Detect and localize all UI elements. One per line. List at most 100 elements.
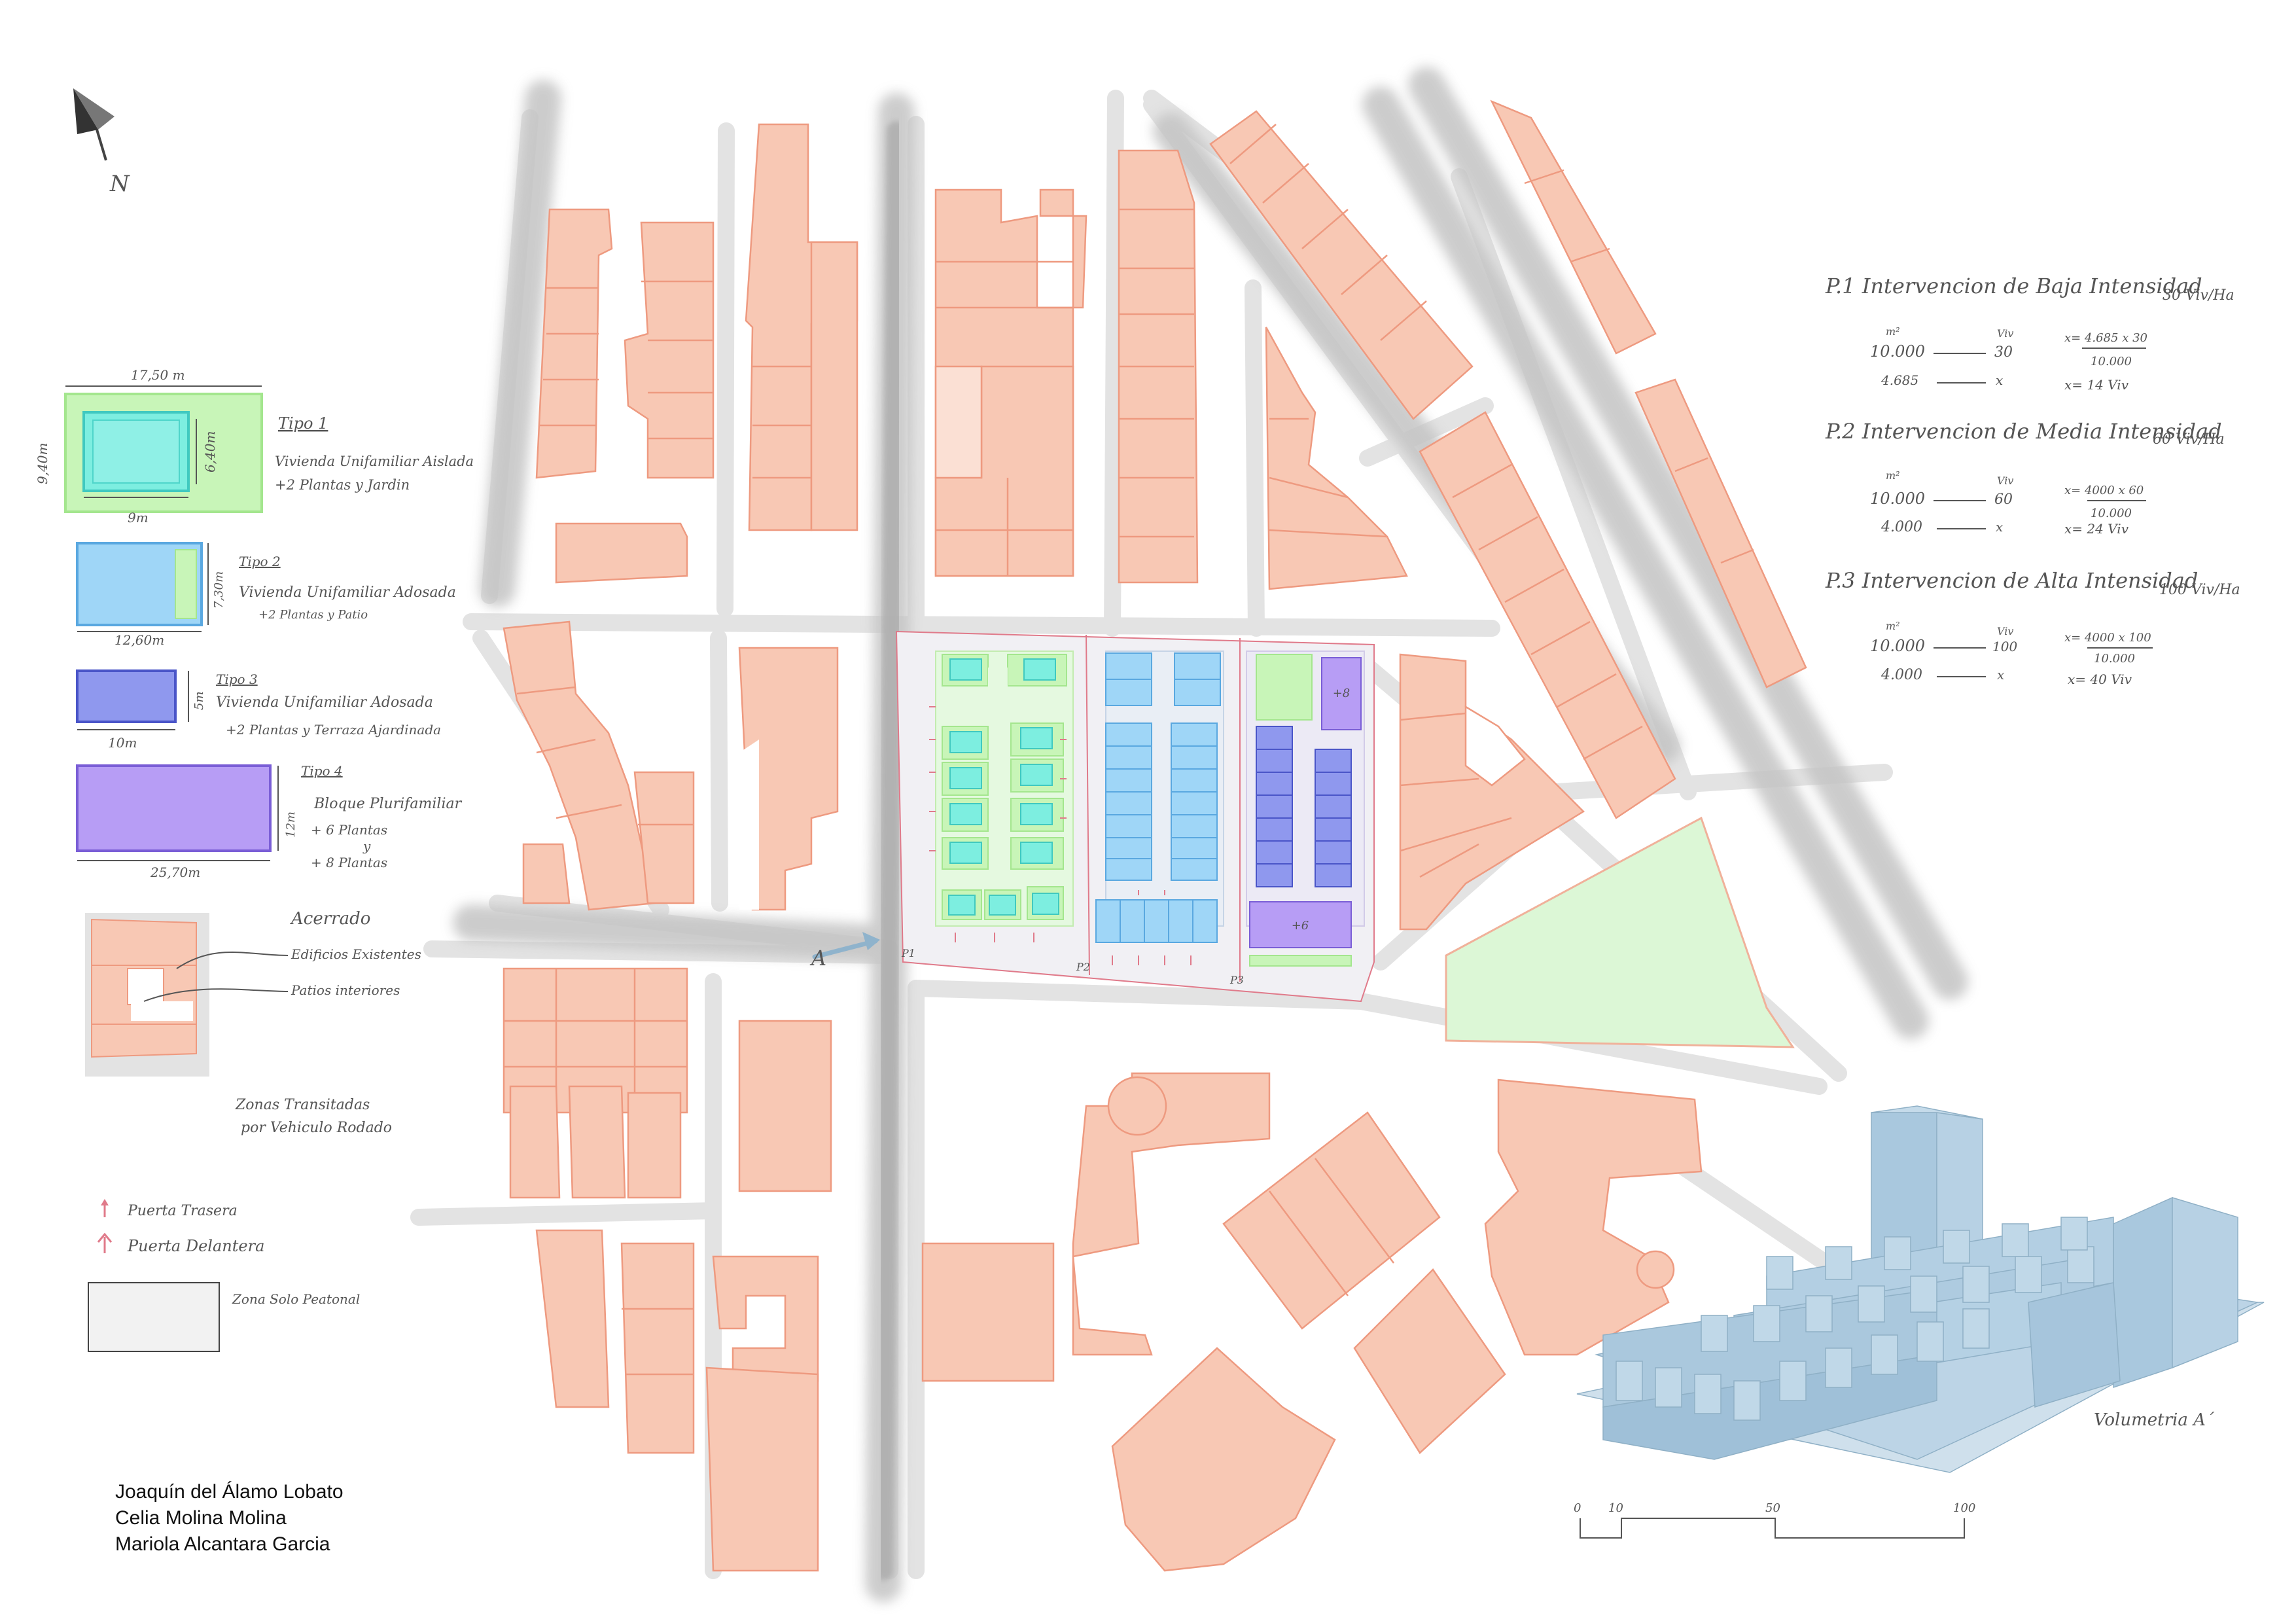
- tipo2-line2: +2 Plantas y Patio: [258, 608, 368, 622]
- tipo4-height-label: 12m: [284, 812, 298, 838]
- block-plus6: [1249, 901, 1352, 948]
- tipo1-title: Tipo 1: [278, 414, 328, 433]
- tipo4-width-label: 25,70m: [150, 865, 200, 880]
- legend-rear-door: Puerta Trasera: [101, 1199, 238, 1219]
- p3-row2-left: 4.000: [1881, 667, 1922, 683]
- p1-unit-viv: Viv: [1997, 327, 2013, 340]
- author-credits: Joaquín del Álamo Lobato Celia Molina Mo…: [115, 1479, 344, 1558]
- front-door-label: Puerta Delantera: [127, 1237, 264, 1255]
- tipo1-inner-width-label: 9m: [128, 510, 149, 526]
- p3-formula: x= 4000 x 100: [2064, 631, 2151, 645]
- p3-row1-left: 10.000: [1870, 637, 1925, 655]
- tipo1-line1: Vivienda Unifamiliar Aislada: [275, 454, 474, 469]
- legend-tipo3: 5m 10m Tipo 3 Vivienda Unifamiliar Adosa…: [76, 669, 441, 751]
- acerrado-patios: Patios interiores: [291, 982, 400, 998]
- door-arrows: [929, 706, 1192, 965]
- p2-denominator: 10.000: [2091, 507, 2132, 520]
- intervention-p1: P.1 Intervencion de Baja Intensidad 30 V…: [1825, 274, 2234, 393]
- tipo3-line2: +2 Plantas y Terraza Ajardinada: [226, 722, 441, 738]
- legend-tipo2: 7,30m 12,60m Tipo 2 Vivienda Unifamiliar…: [76, 542, 456, 648]
- plot-label-p1: P1: [901, 947, 915, 959]
- p3-garden: [1256, 654, 1313, 721]
- p2-title: P.2 Intervencion de Media Intensidad: [1825, 419, 2222, 444]
- p1-row2-right: x: [1996, 372, 2003, 388]
- p2-unit-viv: Viv: [1997, 474, 2013, 487]
- tipo1-line2: +2 Plantas y Jardin: [275, 477, 410, 493]
- front-door-arrow-icon: [97, 1232, 113, 1253]
- block-plus8: [1321, 657, 1362, 730]
- p1-denominator: 10.000: [2091, 355, 2132, 368]
- existing-buildings: [503, 99, 1807, 1572]
- north-label: N: [109, 171, 130, 197]
- p1-title: P.1 Intervencion de Baja Intensidad: [1825, 274, 2202, 298]
- p2-unit-m2: m²: [1886, 469, 1900, 482]
- tipo4-title: Tipo 4: [301, 763, 343, 779]
- p1-unit-m2: m²: [1886, 325, 1900, 338]
- legend-tipo4: 12m 25,70m Tipo 4 Bloque Plurifamiliar +…: [76, 763, 463, 880]
- tipo4-line4: + 8 Plantas: [311, 855, 387, 870]
- author-name: Celia Molina Molina: [115, 1507, 287, 1529]
- p2-row1-right: 60: [1994, 491, 2013, 508]
- tipo2-height-label: 7,30m: [212, 571, 226, 609]
- plot-label-p2: P2: [1076, 961, 1090, 973]
- tipo3-width-label: 10m: [108, 735, 137, 751]
- scale-tick-50: 50: [1765, 1501, 1780, 1515]
- tipo4-line3: y: [362, 838, 371, 854]
- plot-label-p3: P3: [1229, 974, 1244, 986]
- view-arrow-label: A: [809, 946, 826, 971]
- tipo1-houses: [948, 658, 1059, 916]
- legend-traffic: Zonas Transitadas por Vehiculo Rodado: [83, 1097, 392, 1136]
- p3-title: P.3 Intervencion de Alta Intensidad: [1825, 568, 2198, 593]
- tipo2-rows: [1095, 652, 1221, 943]
- p2-result: x= 24 Viv: [2064, 521, 2129, 537]
- view-arrow-a: A: [809, 932, 880, 971]
- rear-door-arrow-icon: [101, 1199, 109, 1217]
- p3-row1-right: 100: [1992, 639, 2017, 654]
- acerrado-title: Acerrado: [290, 909, 370, 929]
- p3-unit-viv: Viv: [1997, 625, 2013, 637]
- p2-density: 60 Viv/Ha: [2153, 431, 2225, 448]
- author-name: Joaquín del Álamo Lobato: [115, 1481, 344, 1503]
- p3-row2-right: x: [1997, 667, 2004, 683]
- legend-pedestrian: Zona Solo Peatonal: [88, 1282, 360, 1352]
- p3-green-strip: [1249, 955, 1352, 967]
- p1-row2-left: 4.685: [1881, 372, 1918, 388]
- p1-formula: x= 4.685 x 30: [2064, 331, 2147, 345]
- tipo2-line1: Vivienda Unifamiliar Adosada: [239, 584, 456, 601]
- intervention-p2: P.2 Intervencion de Media Intensidad 60 …: [1825, 419, 2225, 537]
- rear-door-label: Puerta Trasera: [127, 1203, 238, 1219]
- acerrado-existing: Edificios Existentes: [291, 946, 421, 962]
- p3-density: 100 Viv/Ha: [2159, 582, 2240, 598]
- green-park: [1445, 816, 1795, 1048]
- p2-row2-left: 4.000: [1881, 519, 1922, 535]
- scale-tick-10: 10: [1608, 1501, 1623, 1515]
- block-plus6-label: +6: [1292, 919, 1309, 933]
- scale-bar: 0 10 50 100: [1574, 1501, 1975, 1539]
- p2-row2-right: x: [1996, 519, 2003, 535]
- scale-tick-0: 0: [1574, 1501, 1581, 1515]
- tipo4-line1: Bloque Plurifamiliar: [313, 796, 463, 812]
- tipo4-line2: + 6 Plantas: [311, 822, 387, 838]
- p1-row1-left: 10.000: [1870, 342, 1925, 361]
- p2-row1-left: 10.000: [1870, 490, 1925, 508]
- p3-result: x= 40 Viv: [2068, 671, 2132, 687]
- traffic-zones-dark: [874, 121, 906, 1580]
- tipo3-rows: [1256, 726, 1352, 887]
- traffic-line2: por Vehiculo Rodado: [241, 1120, 392, 1136]
- tipo2-width-label: 12,60m: [115, 632, 164, 648]
- volumetry-axonometric: Volumetria A´: [1576, 1105, 2265, 1473]
- p1-row1-right: 30: [1994, 344, 2013, 361]
- tipo3-line1: Vivienda Unifamiliar Adosada: [216, 694, 433, 711]
- p2-formula: x= 4000 x 60: [2064, 484, 2144, 497]
- scale-tick-100: 100: [1953, 1501, 1975, 1515]
- p1-result: x= 14 Viv: [2064, 377, 2129, 393]
- tipo3-title: Tipo 3: [216, 671, 258, 687]
- legend-tipo1: 17,50 m 9,40m 6,40m 9m Tipo 1 Vivienda U…: [35, 367, 474, 526]
- legend-acerrado: Acerrado Edificios Existentes Patios int…: [85, 909, 421, 1077]
- intervention-p3: P.3 Intervencion de Alta Intensidad 100 …: [1825, 568, 2240, 687]
- tipo2-title: Tipo 2: [239, 554, 281, 569]
- p1-density: 30 Viv/Ha: [2163, 287, 2234, 304]
- legend-front-door: Puerta Delantera: [97, 1232, 264, 1255]
- block-plus8-label: +8: [1333, 687, 1351, 700]
